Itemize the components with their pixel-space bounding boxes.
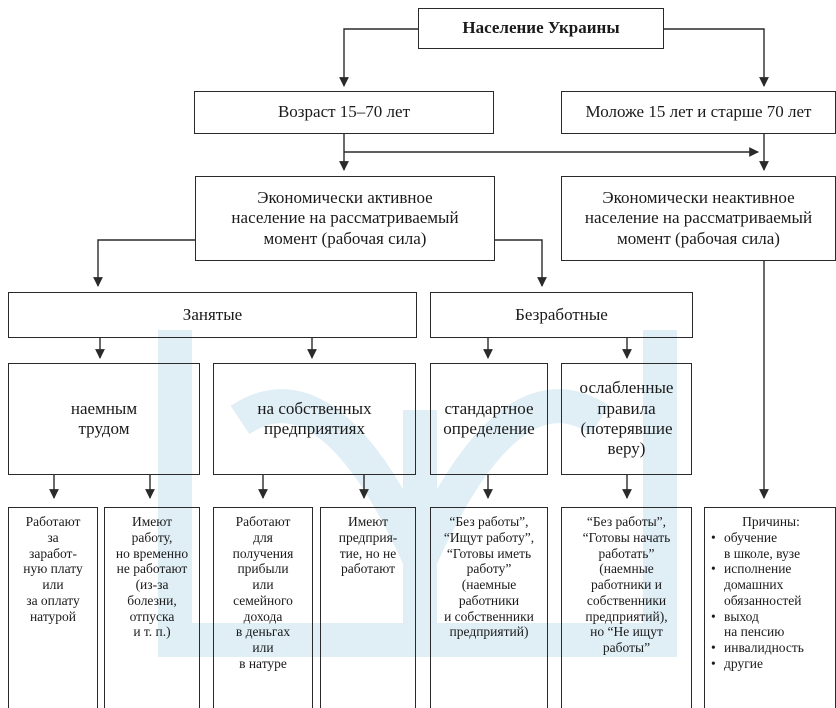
leaf-line: (наемные bbox=[461, 577, 517, 593]
relaxed-line: веру) bbox=[607, 439, 646, 459]
leaf-line: работники bbox=[458, 592, 520, 608]
leaf-line: для bbox=[253, 529, 273, 545]
leaf-line: но “Не ищут bbox=[590, 624, 663, 640]
reason-item: исполнение bbox=[711, 561, 831, 577]
leaf-relaxed-unemployed: “Без работы”, “Готовы начать работать” (… bbox=[561, 507, 692, 708]
reason-item: другие bbox=[711, 656, 831, 672]
root-node: Население Украины bbox=[418, 8, 664, 49]
leaf-line: и собственники bbox=[444, 608, 534, 624]
leaf-line: прибыли bbox=[237, 561, 289, 577]
hired-labor-node: наемным трудом bbox=[8, 363, 200, 475]
leaf-line: работу, bbox=[131, 529, 173, 545]
leaf-line: предприятий), bbox=[585, 608, 668, 624]
reason-item-cont: обязанностей bbox=[724, 592, 802, 608]
age-other-node: Моложе 15 лет и старше 70 лет bbox=[561, 91, 836, 134]
leaf-line: получения bbox=[232, 545, 294, 561]
leaf-line: за bbox=[47, 529, 59, 545]
hired-line: наемным bbox=[70, 398, 138, 418]
leaf-enterprise-owner: Имеют предприя- тие, но не работают bbox=[320, 507, 416, 708]
leaf-line: или bbox=[42, 577, 64, 593]
leaf-line: и т. п.) bbox=[133, 624, 171, 640]
reason-item: выход bbox=[711, 609, 831, 625]
leaf-line: болезни, bbox=[127, 592, 177, 608]
leaf-line: дохода bbox=[243, 608, 283, 624]
relaxed-rules-node: ослабленные правила (потерявшие веру) bbox=[561, 363, 692, 475]
leaf-line: (из-за bbox=[135, 577, 169, 593]
leaf-line: за оплату bbox=[26, 592, 80, 608]
leaf-line: предприятий) bbox=[449, 624, 529, 640]
reasons-title: Причины: bbox=[742, 514, 800, 529]
hired-line: трудом bbox=[78, 419, 130, 438]
self-employed-line: на собственных bbox=[257, 398, 372, 418]
self-employed-line: предприятиях bbox=[264, 419, 365, 438]
leaf-line: работы” bbox=[602, 640, 651, 656]
reason-item-cont: на пенсию bbox=[724, 624, 785, 640]
leaf-line: собственники bbox=[586, 592, 667, 608]
reason-item-cont: в школе, вузе bbox=[724, 545, 801, 561]
leaf-line: но временно bbox=[115, 545, 189, 561]
leaf-standard-unemployed: “Без работы”, “Ищут работу”, “Готовы име… bbox=[430, 507, 548, 708]
leaf-line: Имеют bbox=[347, 514, 389, 529]
leaf-line: в деньгах bbox=[235, 624, 291, 640]
leaf-line: ную плату bbox=[23, 561, 83, 577]
leaf-line: тие, но не bbox=[339, 545, 397, 561]
leaf-line: (наемные bbox=[599, 561, 654, 577]
leaf-line: семейного bbox=[233, 592, 293, 608]
leaf-line: натурой bbox=[29, 608, 77, 624]
active-population-node: Экономически активное население на рассм… bbox=[195, 176, 495, 261]
leaf-line: “Готовы иметь bbox=[446, 545, 532, 561]
leaf-wage-workers: Работают за заработ- ную плату или за оп… bbox=[8, 507, 98, 708]
reason-item-cont: домашних bbox=[724, 577, 784, 593]
inactive-population-node: Экономически неактивное население на рас… bbox=[561, 176, 836, 261]
leaf-line: работать” bbox=[598, 545, 655, 561]
relaxed-line: правила bbox=[597, 398, 656, 418]
age-working-node: Возраст 15–70 лет bbox=[194, 91, 494, 134]
standard-line: определение bbox=[443, 419, 535, 438]
leaf-line: Работают bbox=[25, 514, 81, 529]
active-line: Экономически активное bbox=[257, 187, 433, 207]
leaf-line: не работают bbox=[116, 561, 188, 577]
inactive-line: население на рассматриваемый bbox=[584, 208, 813, 228]
standard-definition-node: стандартное определение bbox=[430, 363, 548, 475]
leaf-line: “Ищут работу”, bbox=[443, 529, 535, 545]
leaf-line: предприя- bbox=[338, 529, 398, 545]
leaf-line: работают bbox=[340, 561, 396, 577]
active-line: момент (рабочая сила) bbox=[263, 228, 427, 248]
relaxed-line: (потерявшие bbox=[580, 419, 673, 438]
leaf-line: или bbox=[252, 577, 274, 593]
leaf-line: Имеют bbox=[131, 514, 173, 529]
leaf-line: работники и bbox=[591, 577, 662, 593]
leaf-line: “Готовы начать bbox=[582, 529, 671, 545]
employed-node: Занятые bbox=[8, 292, 417, 338]
leaf-inactivity-reasons: Причины: обучение в школе, вузе исполнен… bbox=[704, 507, 836, 708]
self-employed-node: на собственных предприятиях bbox=[213, 363, 416, 475]
leaf-line: отпуска bbox=[129, 608, 175, 624]
standard-line: стандартное bbox=[444, 398, 534, 418]
inactive-line: Экономически неактивное bbox=[602, 187, 795, 207]
inactive-line: момент (рабочая сила) bbox=[617, 228, 780, 248]
reason-item: инвалидность bbox=[711, 640, 831, 656]
leaf-line: в натуре bbox=[239, 656, 287, 672]
reason-item: обучение bbox=[711, 530, 831, 546]
leaf-line: работу” bbox=[466, 561, 512, 577]
leaf-profit-work: Работают для получения прибыли или семей… bbox=[213, 507, 313, 708]
unemployed-node: Безработные bbox=[430, 292, 693, 338]
leaf-line: Работают bbox=[235, 514, 291, 529]
leaf-line: “Без работы”, bbox=[586, 514, 667, 529]
reasons-list: обучение в школе, вузе исполнение домашн… bbox=[711, 530, 831, 672]
leaf-line: заработ- bbox=[29, 545, 77, 561]
leaf-temporarily-absent: Имеют работу, но временно не работают (и… bbox=[104, 507, 200, 708]
relaxed-line: ослабленные bbox=[579, 378, 674, 398]
active-line: население на рассматриваемый bbox=[231, 208, 459, 228]
leaf-line: или bbox=[252, 640, 274, 656]
leaf-line: “Без работы”, bbox=[449, 514, 529, 529]
